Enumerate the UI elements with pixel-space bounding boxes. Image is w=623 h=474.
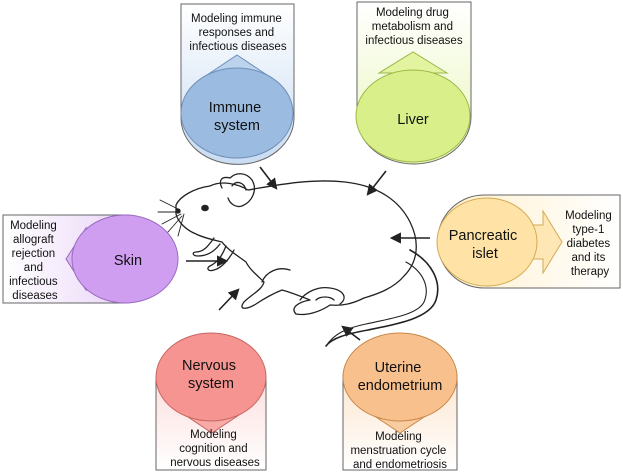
pancreatic-islet-module: Modeling type-1 diabetes and its therapy… <box>436 194 621 289</box>
mouse-body-outline <box>175 180 417 316</box>
arrow-from-uterine <box>341 325 361 341</box>
immune-description: Modeling immune responses and infectious… <box>189 13 286 53</box>
liver-module: Modeling drug metabolism and infectious … <box>355 1 472 165</box>
mouse-illustration <box>157 173 439 347</box>
uterine-description: Modeling menstruation cycle and endometr… <box>350 431 449 471</box>
skin-description: Modeling allograft rejection and infecti… <box>9 220 61 302</box>
pointer-arrows <box>186 166 430 341</box>
mouse-eye <box>201 204 209 212</box>
nervous-system-label: Nervous system <box>182 358 240 392</box>
immune-system-module: Modeling immune responses and infectious… <box>180 3 295 165</box>
arrow-from-liver <box>366 170 387 196</box>
mouse-whiskers <box>157 199 185 237</box>
nervous-description: Modeling cognition and nervous diseases <box>170 429 260 469</box>
arrow-from-immune <box>259 166 278 190</box>
nervous-system-circle <box>155 332 267 422</box>
skin-circle <box>71 214 179 304</box>
skin-label: Skin <box>114 253 142 269</box>
liver-label: Liver <box>397 112 429 128</box>
liver-description: Modeling drug metabolism and infectious … <box>365 7 462 47</box>
nervous-system-module: Modeling cognition and nervous diseases … <box>155 332 267 471</box>
pancreatic-description: Modeling type-1 diabetes and its therapy <box>565 210 615 278</box>
immune-system-label: Immune system <box>209 100 265 134</box>
pancreatic-right-arrow <box>532 209 563 275</box>
mouse-front-legs <box>192 237 235 272</box>
uterine-endometrium-module: Modeling menstruation cycle and endometr… <box>342 332 458 471</box>
pancreatic-islet-circle <box>436 197 538 287</box>
uterine-endometrium-circle <box>342 332 458 422</box>
pancreatic-islet-label: Pancreatic islet <box>449 228 522 262</box>
liver-circle <box>355 69 471 163</box>
skin-module: Modeling allograft rejection and infecti… <box>2 214 179 304</box>
mouse-ear <box>219 173 256 208</box>
arrow-from-nervous <box>218 288 240 311</box>
immune-system-circle <box>180 67 294 159</box>
mouse-hind-leg <box>299 286 345 305</box>
uterine-endometrium-label: Uterine endometrium <box>358 360 443 394</box>
